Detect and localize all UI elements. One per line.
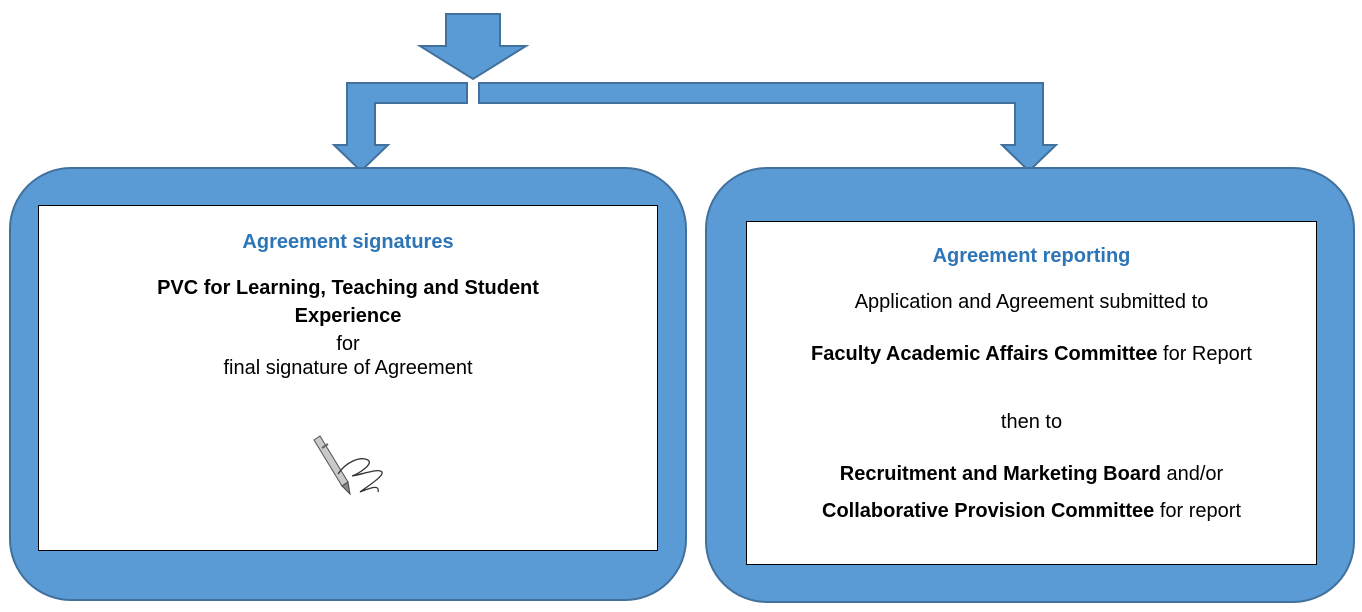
faculty-committee-line: Faculty Academic Affairs Committee for R… (747, 342, 1316, 366)
pen-signature-icon (313, 435, 383, 496)
agreement-signatures-box: Agreement signatures PVC for Learning, T… (38, 205, 658, 551)
left-branch-arrow (331, 82, 468, 173)
recruitment-board-name: Recruitment and Marketing Board (839, 463, 1161, 485)
signatory-line-1: PVC for Learning, Teaching and Student (157, 277, 539, 299)
collaborative-committee-name: Collaborative Provision Committee (822, 500, 1155, 522)
faculty-committee-suffix: for Report (1157, 343, 1252, 365)
submitted-line: Application and Agreement submitted to (854, 291, 1209, 313)
signatory-line-2: Experience (294, 305, 402, 327)
top-down-arrow (416, 13, 530, 81)
right-branch-arrow (478, 82, 1059, 173)
recruitment-board-line: Recruitment and Marketing Board and/or (747, 462, 1316, 486)
for-label: for (336, 333, 360, 355)
faculty-committee-name: Faculty Academic Affairs Committee (811, 343, 1158, 365)
recruitment-board-suffix: and/or (1160, 463, 1224, 485)
collaborative-committee-suffix: for report (1154, 500, 1241, 522)
agreement-reporting-heading: Agreement reporting (932, 245, 1131, 267)
agreement-signatures-heading: Agreement signatures (242, 231, 454, 253)
then-to-label: then to (1000, 411, 1063, 433)
agreement-reporting-box: Agreement reporting Application and Agre… (746, 221, 1317, 565)
collaborative-committee-line: Collaborative Provision Committee for re… (747, 499, 1316, 523)
final-signature-label: final signature of Agreement (223, 357, 473, 379)
